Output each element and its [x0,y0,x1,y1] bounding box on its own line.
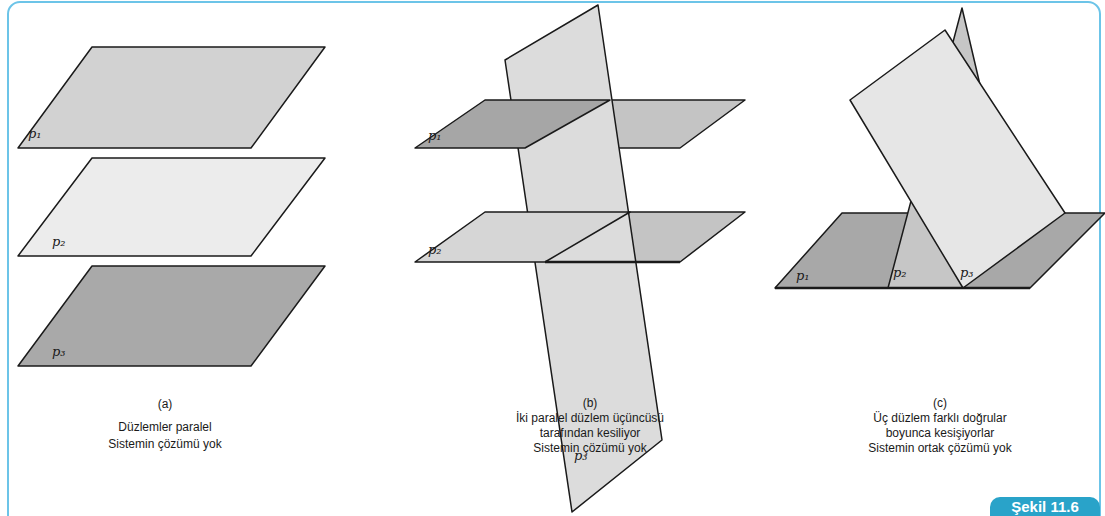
figure-frame [8,2,1100,516]
panel-caption: (c) [910,396,970,411]
panel-caption: Sistemin ortak çözümü yok [845,441,1035,456]
crossing-planes [775,8,1105,288]
plane-label: p₃ [960,265,974,280]
plane-label: p₁ [428,128,442,143]
panel-caption: (b) [560,396,620,411]
panel-caption: Sistemin çözümü yok [503,441,678,456]
cut-planes [415,5,745,512]
parallel-planes [18,47,325,366]
plane-label: p₁ [796,268,810,283]
plane-label: p₃ [52,344,66,359]
plane-label: p₁ [28,126,42,141]
panel-caption: (a) [135,397,195,412]
figure-caption: Şekil 11.6 [1011,498,1079,516]
panel-caption: İki paralel düzlem üçüncüsü tarafından k… [503,411,678,441]
panel-caption: Düzlemler paralel [65,420,265,435]
panel-caption: Üç düzlem farklı doğrular boyunca kesişi… [855,411,1025,441]
plane-label: p₂ [893,265,907,280]
caption-tab [990,497,1100,516]
plane-label: p₂ [428,242,442,257]
plane-label: p₂ [52,234,66,249]
panel-caption: Sistemin çözümü yok [65,437,265,452]
